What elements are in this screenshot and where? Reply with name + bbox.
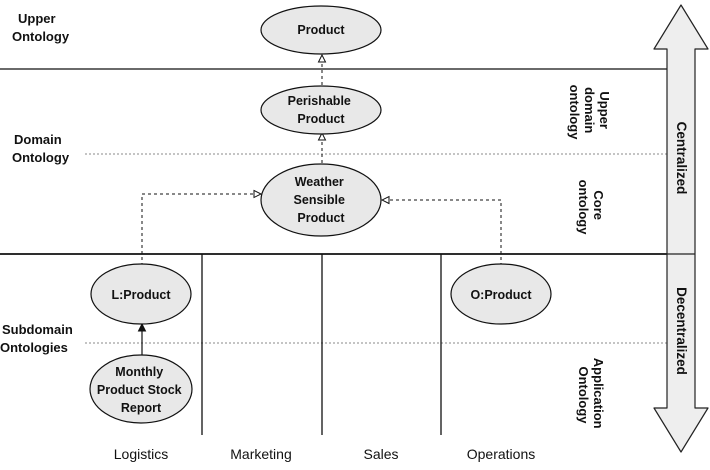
monthly-report-node-label: Monthly Product Stock Report [97,365,185,415]
column-label-operations: Operations [467,446,535,462]
o-product-node [450,263,552,325]
monthly-report-node [89,354,193,424]
lproduct-to-weather-arrow [141,189,263,266]
column-label-logistics: Logistics [114,446,168,462]
centralization-scale-arrow [653,4,709,453]
column-label-marketing: Marketing [230,446,291,462]
upper-domain-ontology-label: Upper domain ontology [567,85,612,141]
weather-sensible-product-node [260,163,382,237]
decentralized-label: Decentralized [674,287,689,375]
domain-ontology-label: Domain Ontology [12,132,70,165]
product-node [260,5,382,55]
l-product-node-label: L:Product [111,288,171,302]
centralized-label: Centralized [674,122,689,195]
product-node-label: Product [297,23,345,37]
oproduct-to-weather-arrow [380,195,502,266]
subdomain-ontologies-label: Subdomain Ontologies [0,322,76,355]
upper-ontology-label: Upper Ontology [12,11,70,44]
application-ontology-label: Application Ontology [576,358,606,432]
core-ontology-label: Core ontology [576,180,606,236]
l-product-node [90,263,192,325]
weather-sensible-product-node-label: Weather Sensible Product [294,175,349,225]
perishable-product-node [260,85,382,135]
perishable-product-node-label: Perishable Product [288,94,355,126]
o-product-node-label: O:Product [470,288,532,302]
column-label-sales: Sales [363,446,398,462]
